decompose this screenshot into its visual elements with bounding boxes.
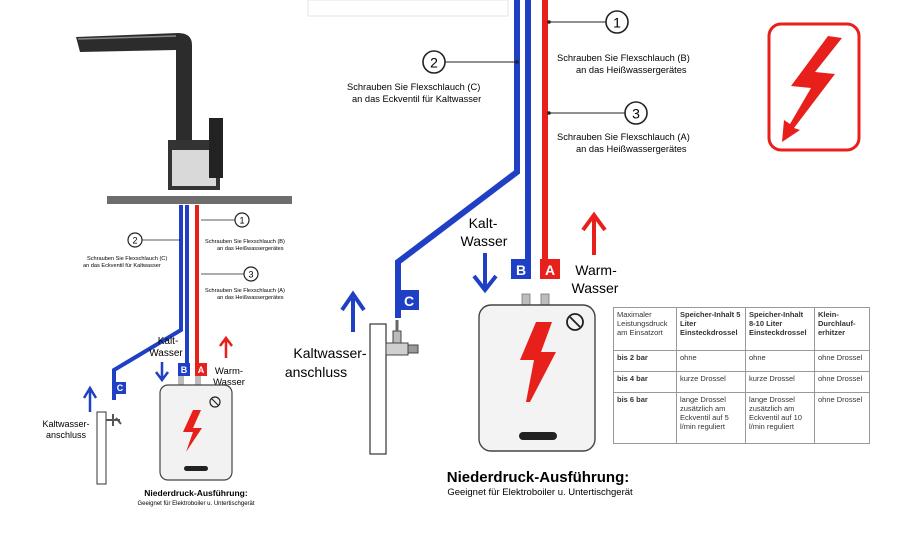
subtitle: Geeignet für Elektroboiler u. Untertisch…	[447, 487, 633, 498]
marker-b-small	[178, 363, 190, 376]
title: Niederdruck-Ausführung:	[447, 469, 630, 486]
marker-a-small-text: A	[198, 365, 205, 375]
kaltwasser-label-small-1: Kaltwasser-	[42, 419, 89, 429]
table-header: Speicher-Inhalt 8-10 Liter Einsteckdross…	[745, 307, 815, 351]
kalt-label-2: Wasser	[461, 233, 508, 249]
table-cell: ohne Drossel	[814, 392, 870, 444]
step1-line1: Schrauben Sie Flexschlauch (B)	[557, 53, 690, 63]
step1-line1-small: Schrauben Sie Flexschlauch (B)	[205, 239, 285, 245]
marker-b-small-text: B	[181, 365, 188, 375]
step1-line2: an das Heißwassergerätes	[576, 65, 687, 75]
step2-line2: an das Eckventil für Kaltwasser	[352, 94, 481, 104]
large-diagram: B A C 1 Schrauben Sie Flexschlauch (B) a…	[285, 0, 690, 498]
marker-a	[540, 259, 560, 279]
warm-label-small-1: Warm-	[215, 366, 243, 377]
step3-line1: Schrauben Sie Flexschlauch (A)	[557, 132, 690, 142]
callout-1-small: 1	[239, 216, 244, 226]
arrow-up-warm-small	[219, 335, 233, 358]
table-cell: kurze Drossel	[676, 371, 746, 393]
lightning-icon-small	[183, 410, 202, 452]
kalt-label-small-1: Kalt-	[158, 336, 179, 347]
step2-line1-small: Schrauben Sie Flexschlauch (C)	[87, 256, 167, 262]
table-cell: kurze Drossel	[745, 371, 815, 393]
marker-b-text: B	[516, 262, 526, 278]
marker-a-small	[195, 363, 207, 376]
kaltwasser-label-1: Kaltwasser-	[293, 345, 366, 361]
boiler-small	[159, 376, 233, 481]
callout-1: 1	[613, 15, 621, 31]
table-cell: bis 6 bar	[613, 392, 677, 444]
angle-valve-small	[106, 414, 122, 426]
kalt-label-1: Kalt-	[469, 215, 498, 231]
table-cell: ohne Drossel	[814, 371, 870, 393]
title-small: Niederdruck-Ausführung:	[144, 488, 248, 498]
pressure-table: Maximaler Leistungsdruck am Einsatzort S…	[613, 307, 870, 444]
marker-c-small	[114, 382, 126, 394]
warm-label-1: Warm-	[575, 262, 617, 278]
table-cell: ohne	[676, 350, 746, 372]
boiler	[478, 293, 596, 452]
callout-3-small: 3	[248, 270, 253, 280]
step2-line2-small: an das Eckventil für Kaltwasser	[83, 263, 161, 269]
kaltwasser-label-2: anschluss	[285, 364, 347, 380]
table-header: Maximaler Leistungsdruck am Einsatzort	[613, 307, 677, 351]
step3-line2-small: an das Heißwassergerätes	[217, 295, 284, 301]
table-cell: bis 4 bar	[613, 371, 677, 393]
step3-line1-small: Schrauben Sie Flexschlauch (A)	[205, 288, 285, 294]
table-header: Speicher-Inhalt 5 Liter Einsteckdrossel	[676, 307, 746, 351]
marker-b	[511, 259, 531, 279]
subtitle-small: Geeignet für Elektroboiler u. Untertisch…	[137, 501, 254, 507]
marker-c-small-text: C	[117, 383, 124, 393]
kalt-label-small-2: Wasser	[149, 348, 183, 359]
marker-c-text: C	[404, 293, 414, 309]
step3-line2: an das Heißwassergerätes	[576, 144, 687, 154]
step2-line1: Schrauben Sie Flexschlauch (C)	[347, 82, 480, 92]
warm-label-small-2: Wasser	[213, 377, 245, 388]
step1-line2-small: an das Heißwassergerätes	[217, 246, 284, 252]
angle-valve	[385, 320, 419, 356]
high-voltage-icon	[767, 22, 861, 152]
small-diagram: B A C 1 Schrauben Sie Flexschlauch (B) a…	[42, 33, 292, 507]
table-row: bis 2 bar ohne ohne ohne Drossel	[613, 350, 870, 372]
table-cell: ohne Drossel	[814, 350, 870, 372]
arrow-up-cold-inlet-small	[82, 385, 98, 412]
table-header: Klein-Durchlauf-erhitzer	[814, 307, 870, 351]
arrow-down-cold	[472, 253, 498, 294]
table-cell: lange Drossel zusätzlich am Eckventil au…	[745, 392, 815, 444]
prohibition-icon	[566, 313, 584, 331]
faucet	[76, 33, 292, 204]
arrow-down-cold-small	[155, 362, 169, 383]
marker-a-text: A	[545, 262, 555, 278]
table-cell: lange Drossel zusätzlich am Eckventil au…	[676, 392, 746, 444]
kaltwasser-label-small-2: anschluss	[46, 430, 87, 440]
arrow-up-warm	[581, 211, 607, 255]
callout-3: 3	[632, 106, 640, 122]
callout-2-small: 2	[132, 236, 137, 246]
lightning-icon	[520, 322, 556, 402]
marker-c	[399, 290, 419, 310]
callout-2: 2	[430, 55, 438, 71]
table-cell: bis 2 bar	[613, 350, 677, 372]
arrow-up-cold-inlet	[340, 290, 366, 332]
prohibition-icon-small	[209, 396, 221, 408]
table-cell: ohne	[745, 350, 815, 372]
table-row: bis 6 bar lange Drossel zusätzlich am Ec…	[613, 392, 870, 444]
table-row: bis 4 bar kurze Drossel kurze Drossel oh…	[613, 371, 870, 393]
warm-label-2: Wasser	[572, 280, 619, 296]
